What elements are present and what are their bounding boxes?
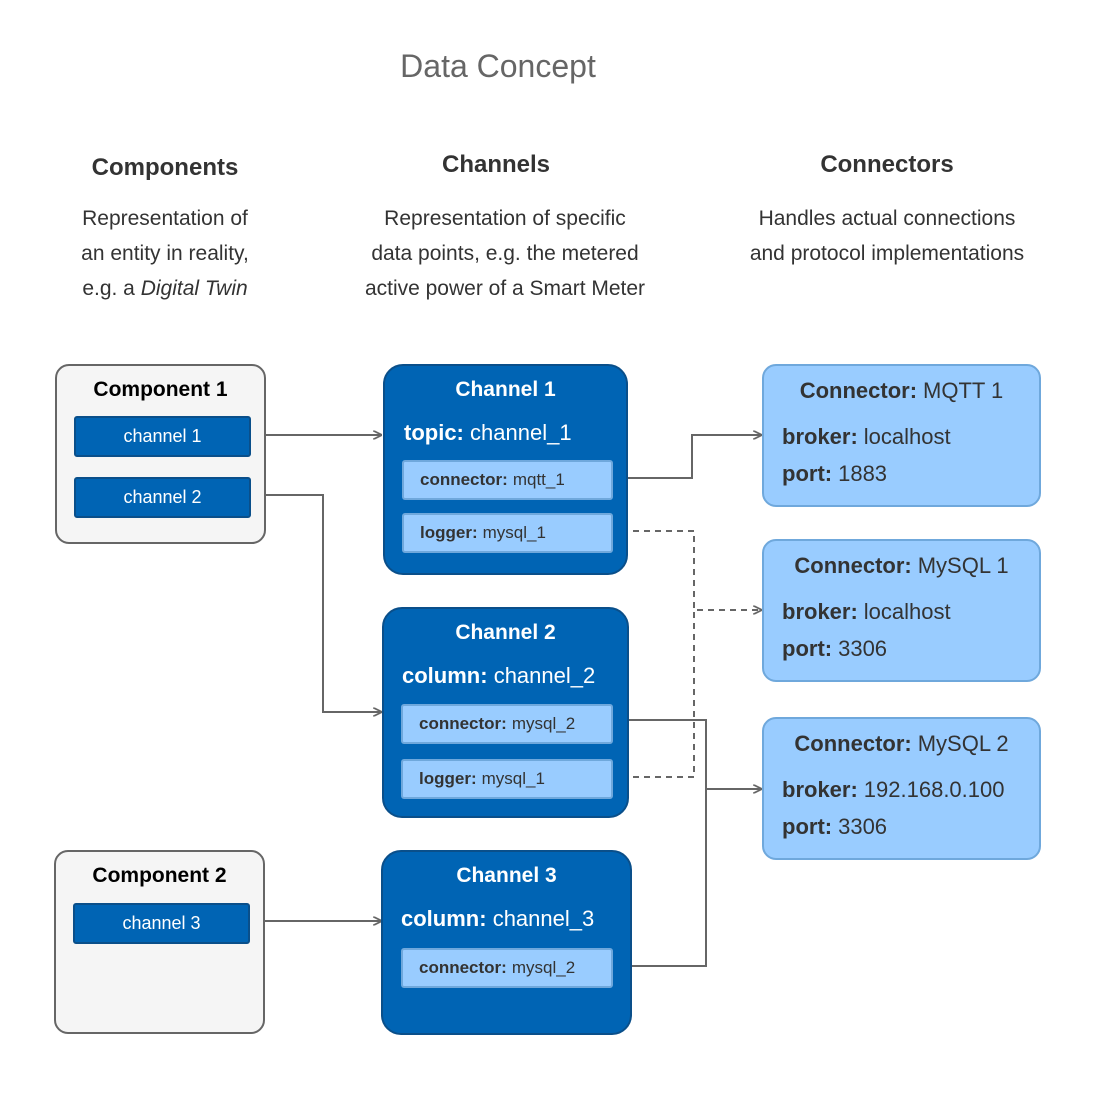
channel-2-column-value: channel_2 xyxy=(493,663,596,688)
component-2-title: Component 2 xyxy=(92,864,227,887)
connector-mqtt-1-title-value: MQTT 1 xyxy=(923,378,1004,403)
connector-mqtt-1-broker-key: broker: xyxy=(782,424,858,449)
component-2-channel-3[interactable]: channel 3 xyxy=(73,903,250,944)
component-2[interactable]: Component 2 channel 3 xyxy=(54,850,265,1034)
connector-mysql-2-broker-key: broker: xyxy=(782,777,858,802)
connector-mqtt-1-title-key: Connector: xyxy=(799,378,918,403)
channel-3-connector-field[interactable]: connector:mysql_2 xyxy=(401,948,613,988)
channel-3-connector-value: mysql_2 xyxy=(511,958,576,977)
connector-mysql-1-title-value: MySQL 1 xyxy=(917,553,1009,578)
components-desc-line2: an entity in reality, xyxy=(81,242,249,265)
connectors-description: Handles actual connections and protocol … xyxy=(712,201,1062,271)
link-mysql2-connector-ch2 xyxy=(611,719,761,789)
link-mqtt1-connector xyxy=(611,435,761,479)
connector-mysql-2-title-key: Connector: xyxy=(794,731,912,756)
channel-2-connector-key: connector: xyxy=(419,714,507,733)
link-logger-ch2 xyxy=(611,610,695,778)
connector-mysql-2[interactable]: Connector:MySQL 2 broker:192.168.0.100 p… xyxy=(762,717,1041,860)
components-desc-line1: Representation of xyxy=(82,207,248,230)
channel-1-connector-field[interactable]: connector:mqtt_1 xyxy=(402,460,613,500)
connector-mysql-1-port-value: 3306 xyxy=(838,636,888,661)
component-1-title: Component 1 xyxy=(93,378,228,401)
channel-1-title: Channel 1 xyxy=(455,378,556,401)
components-desc-line3-prefix: e.g. a xyxy=(82,277,141,300)
component-1-channel-2[interactable]: channel 2 xyxy=(74,477,251,518)
channels-desc-line1: Representation of specific xyxy=(384,207,626,230)
connector-mysql-2-broker-value: 192.168.0.100 xyxy=(863,777,1005,802)
channel-1-connector-key: connector: xyxy=(420,470,508,489)
connector-mysql-1[interactable]: Connector:MySQL 1 broker:localhost port:… xyxy=(762,539,1041,682)
channel-1-topic: topic: channel_1 xyxy=(404,420,572,446)
connector-mysql-2-title: Connector:MySQL 2 xyxy=(764,731,1039,757)
channel-3-column-value: channel_3 xyxy=(492,906,595,931)
components-desc-line3-emphasis: Digital Twin xyxy=(140,277,248,300)
channels-desc-line2: data points, e.g. the metered xyxy=(371,242,639,265)
connector-mysql-1-title-key: Connector: xyxy=(794,553,912,578)
link-mysql2-connector-ch3 xyxy=(611,789,707,967)
connector-mysql-2-port-value: 3306 xyxy=(838,814,888,839)
component-1-channel-1[interactable]: channel 1 xyxy=(74,416,251,457)
channel-1-logger-value: mysql_1 xyxy=(482,523,546,542)
connector-mqtt-1[interactable]: Connector:MQTT 1 broker:localhost port:1… xyxy=(762,364,1041,507)
connector-mqtt-1-port-value: 1883 xyxy=(838,461,888,486)
connector-mysql-2-title-value: MySQL 2 xyxy=(917,731,1009,756)
connector-mysql-1-broker-key: broker: xyxy=(782,599,858,624)
connector-mysql-1-title: Connector:MySQL 1 xyxy=(764,553,1039,579)
channel-1-logger-field[interactable]: logger:mysql_1 xyxy=(402,513,613,553)
connector-mysql-1-broker: broker:localhost xyxy=(782,599,951,625)
channel-1-topic-value: channel_1 xyxy=(470,420,572,445)
connector-mysql-2-port-key: port: xyxy=(782,814,833,839)
channels-desc-line3: active power of a Smart Meter xyxy=(364,277,646,300)
channels-description: Representation of specific data points, … xyxy=(330,201,680,306)
channel-3-title: Channel 3 xyxy=(456,864,557,887)
connector-mqtt-1-port: port:1883 xyxy=(782,461,887,487)
channel-1-connector-value: mqtt_1 xyxy=(512,470,565,489)
connector-mysql-2-port: port:3306 xyxy=(782,814,887,840)
connector-mysql-1-broker-value: localhost xyxy=(863,599,951,624)
channel-2-title: Channel 2 xyxy=(455,621,556,644)
connector-mysql-1-port-key: port: xyxy=(782,636,833,661)
connector-mqtt-1-broker: broker:localhost xyxy=(782,424,951,450)
channel-1-topic-key: topic: xyxy=(404,420,464,445)
connectors-desc-line2: and protocol implementations xyxy=(749,242,1025,265)
components-description: Representation of an entity in reality, … xyxy=(50,201,280,306)
channel-1-logger-key: logger: xyxy=(420,523,478,542)
channel-3-connector-key: connector: xyxy=(419,958,507,977)
channel-3[interactable]: Channel 3 column: channel_3 connector:my… xyxy=(381,850,632,1035)
channel-2-logger-field[interactable]: logger:mysql_1 xyxy=(401,759,613,799)
channel-1[interactable]: Channel 1 topic: channel_1 connector:mqt… xyxy=(383,364,628,575)
components-heading: Components xyxy=(91,154,239,181)
connector-mqtt-1-broker-value: localhost xyxy=(863,424,951,449)
channel-2-logger-key: logger: xyxy=(419,769,477,788)
component-1[interactable]: Component 1 channel 1 channel 2 xyxy=(55,364,266,544)
connector-mysql-1-port: port:3306 xyxy=(782,636,887,662)
connector-mqtt-1-title: Connector:MQTT 1 xyxy=(764,378,1039,404)
channel-3-column: column: channel_3 xyxy=(401,906,594,932)
link-logger-ch1 xyxy=(611,530,761,610)
channel-2-connector-field[interactable]: connector:mysql_2 xyxy=(401,704,613,744)
connectors-heading: Connectors xyxy=(820,151,954,178)
channel-3-column-key: column: xyxy=(401,906,487,931)
channel-2[interactable]: Channel 2 column: channel_2 connector:my… xyxy=(382,607,629,818)
diagram-title: Data Concept xyxy=(400,48,596,84)
link-channel2-to-channel2 xyxy=(249,494,381,712)
channel-2-connector-value: mysql_2 xyxy=(511,714,576,733)
connectors-desc-line1: Handles actual connections xyxy=(758,207,1016,230)
channel-2-logger-value: mysql_1 xyxy=(481,769,545,788)
channels-heading: Channels xyxy=(441,151,551,178)
channel-2-column-key: column: xyxy=(402,663,488,688)
components-desc-line3: e.g. a Digital Twin xyxy=(50,271,280,306)
channel-2-column: column: channel_2 xyxy=(402,663,595,689)
connector-mysql-2-broker: broker:192.168.0.100 xyxy=(782,777,1005,803)
connector-mqtt-1-port-key: port: xyxy=(782,461,833,486)
